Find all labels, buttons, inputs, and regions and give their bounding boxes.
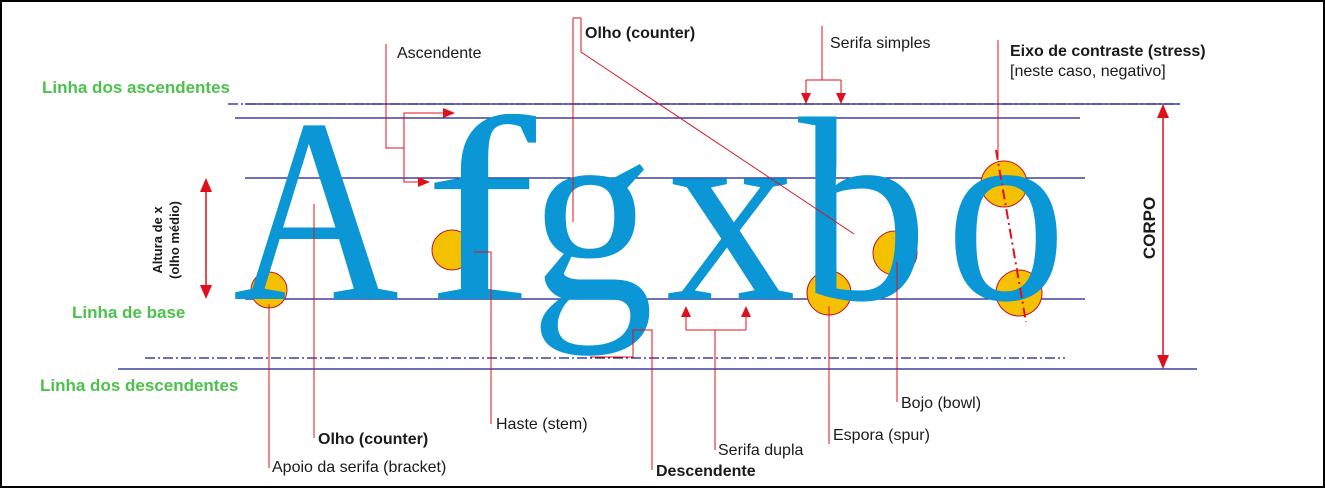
stress-top-highlight bbox=[980, 160, 1028, 208]
bracket-label: Apoio da serifa (bracket) bbox=[272, 459, 446, 476]
single-serif-arrowhead-left bbox=[801, 93, 811, 104]
descender-label: Descendente bbox=[656, 463, 756, 480]
bowl-label: Bojo (bowl) bbox=[901, 395, 981, 412]
highlight-circles bbox=[250, 160, 1043, 317]
double-serif-label: Serifa dupla bbox=[718, 442, 803, 459]
dimension-arrows bbox=[200, 104, 1169, 369]
stress-axis-line bbox=[995, 149, 1027, 323]
stress-bottom-highlight bbox=[995, 269, 1043, 317]
stem-label: Haste (stem) bbox=[496, 416, 588, 433]
double-serif-arrowhead-right bbox=[741, 306, 751, 317]
ascender-leader-branch bbox=[403, 112, 447, 148]
annotation-labels: Ascendente Olho (counter) Serifa simples… bbox=[272, 25, 1206, 480]
stress-note-label: [neste caso, negativo] bbox=[1010, 63, 1166, 80]
x-height-arrow-top bbox=[200, 178, 212, 192]
body-arrow-bottom bbox=[1157, 355, 1169, 369]
single-serif-arrowhead-right bbox=[836, 93, 846, 104]
ascender-arrowhead-lower bbox=[418, 177, 430, 187]
glyph-b: b bbox=[798, 65, 928, 356]
x-height-arrow-bottom bbox=[200, 285, 212, 299]
descender-line-label: Linha dos descendentes bbox=[40, 376, 238, 395]
counter-top-label: Olho (counter) bbox=[585, 25, 695, 42]
x-height-label-line1: Altura de x bbox=[150, 206, 165, 274]
glyph-x: x bbox=[666, 65, 796, 356]
specimen-glyphs: A f g x b o bbox=[233, 65, 1066, 357]
leader-lines bbox=[268, 17, 999, 470]
stress-axis-label: Eixo de contraste (stress) bbox=[1010, 43, 1206, 60]
body-arrow-top bbox=[1157, 104, 1169, 118]
stem-highlight bbox=[431, 229, 473, 271]
ascender-line-label: Linha dos ascendentes bbox=[42, 78, 230, 97]
baseline-label: Linha de base bbox=[72, 303, 185, 322]
guide-labels: Linha dos ascendentes Linha de base Linh… bbox=[40, 78, 238, 395]
glyph-A: A bbox=[233, 65, 399, 356]
body-size-label: CORPO bbox=[1140, 197, 1159, 259]
counter-bottom-label: Olho (counter) bbox=[318, 431, 428, 448]
x-height-label-line2: (olho médio) bbox=[167, 201, 182, 279]
ascender-label: Ascendente bbox=[397, 45, 482, 62]
glyph-g: g bbox=[530, 65, 654, 357]
glyph-f: f bbox=[424, 65, 540, 356]
counter-top-leader-diagonal bbox=[580, 51, 855, 235]
ascender-arrowhead-upper bbox=[443, 108, 455, 118]
stem-leader bbox=[474, 251, 492, 424]
rotated-labels: Altura de x (olho médio) CORPO bbox=[150, 197, 1159, 279]
guide-lines bbox=[118, 103, 1197, 370]
bowl-highlight bbox=[872, 230, 918, 276]
single-serif-label: Serifa simples bbox=[830, 35, 930, 52]
spur-label: Espora (spur) bbox=[833, 427, 930, 444]
double-serif-arrowhead-left bbox=[681, 306, 691, 317]
leader-arrowheads bbox=[418, 93, 846, 317]
descender-leader bbox=[590, 329, 653, 470]
